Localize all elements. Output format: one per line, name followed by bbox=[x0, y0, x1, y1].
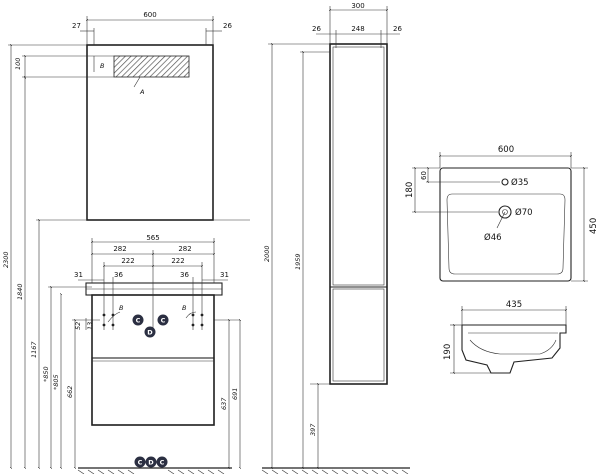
svg-text:C: C bbox=[161, 317, 166, 325]
floor-badge-c-left bbox=[134, 456, 146, 468]
badge-d bbox=[144, 326, 156, 338]
sink-back-60: 60 bbox=[420, 171, 428, 180]
tall-cabinet-view: 300 26 248 26 2000 1959 397 bbox=[261, 2, 410, 474]
vanity-marker-b-left: B bbox=[119, 304, 124, 312]
tall-cabinet-body bbox=[329, 43, 388, 385]
sink-depth: 450 bbox=[589, 218, 599, 234]
vanity-right-282: 282 bbox=[178, 245, 191, 253]
tall-height-2000: 2000 bbox=[263, 245, 271, 262]
sink-back-180: 180 bbox=[405, 182, 415, 198]
mirror-marker-a: A bbox=[139, 88, 144, 96]
vanity-right-36: 36 bbox=[180, 271, 189, 279]
mirror-right-offset: 26 bbox=[223, 22, 232, 30]
floor-badge-d bbox=[145, 456, 157, 468]
sink-basin bbox=[446, 193, 566, 275]
dim-13: 13 bbox=[86, 322, 94, 330]
vanity-left-222: 222 bbox=[121, 257, 134, 265]
mirror-width: 600 bbox=[143, 11, 156, 19]
dim-1840: 1840 bbox=[16, 283, 24, 300]
sink-drain-outer bbox=[498, 205, 512, 219]
vertical-dimensions: 2300 1840 1167 *850 *805 662 52 13 637 6… bbox=[2, 43, 250, 470]
vanity-marker-b-right: B bbox=[182, 304, 187, 312]
badge-c-left bbox=[132, 314, 144, 326]
sink-side-view: 435 190 bbox=[443, 300, 568, 375]
tall-inner-248: 248 bbox=[351, 25, 364, 33]
vanity-mounting-holes bbox=[102, 313, 204, 327]
dim-637: 637 bbox=[220, 397, 228, 410]
dim-691: 691 bbox=[231, 388, 239, 400]
tall-cabinet-door-bottom bbox=[332, 288, 385, 382]
sink-side-depth: 435 bbox=[506, 300, 522, 310]
tall-left-26: 26 bbox=[312, 25, 321, 33]
mirror-left-offset: 27 bbox=[72, 22, 81, 30]
svg-text:C: C bbox=[136, 317, 141, 325]
tall-width: 300 bbox=[351, 2, 364, 10]
sink-side-profile bbox=[461, 324, 567, 374]
dim-850: *850 bbox=[42, 366, 50, 382]
mirror-marker-b: B bbox=[100, 62, 105, 70]
svg-text:D: D bbox=[147, 329, 153, 337]
sink-top-view: 600 450 180 60 Ø35 Ø70 Ø46 bbox=[405, 145, 599, 283]
mirror-view: 600 27 26 100 B A bbox=[14, 11, 232, 221]
tall-cabinet-door-top bbox=[332, 46, 385, 286]
sink-width: 600 bbox=[498, 145, 514, 155]
vanity-view: 565 282 282 222 222 31 36 36 31 B bbox=[74, 234, 232, 474]
mirror-frame bbox=[86, 44, 214, 221]
vanity-left-36: 36 bbox=[114, 271, 123, 279]
sink-side-height: 190 bbox=[443, 344, 453, 360]
dim-805: *805 bbox=[52, 374, 60, 390]
sink-drain-inner bbox=[502, 209, 508, 215]
vanity-right-31: 31 bbox=[220, 271, 229, 279]
sink-tap-hole bbox=[501, 178, 509, 186]
dim-52: 52 bbox=[74, 322, 82, 330]
sink-overflow-label: Ø46 bbox=[484, 232, 502, 243]
svg-text:C: C bbox=[138, 459, 143, 467]
vanity-left-282: 282 bbox=[113, 245, 126, 253]
sink-top-outline bbox=[439, 167, 572, 282]
vanity-left-31: 31 bbox=[74, 271, 83, 279]
dim-1167: 1167 bbox=[30, 341, 38, 358]
mirror-lamp-height: 100 bbox=[14, 58, 22, 70]
svg-text:D: D bbox=[148, 459, 154, 467]
floor-badge-c-right bbox=[156, 456, 168, 468]
tall-right-26: 26 bbox=[393, 25, 402, 33]
badge-c-right bbox=[157, 314, 169, 326]
svg-text:C: C bbox=[160, 459, 165, 467]
tall-height-1959: 1959 bbox=[294, 253, 302, 270]
tall-base-397: 397 bbox=[309, 423, 317, 436]
dim-2300: 2300 bbox=[2, 251, 10, 268]
mirror-lamp bbox=[113, 55, 190, 78]
dim-662: 662 bbox=[66, 386, 74, 398]
vanity-drawer bbox=[91, 357, 215, 426]
sink-drain-label: Ø70 bbox=[515, 207, 533, 218]
vanity-right-222: 222 bbox=[171, 257, 184, 265]
vanity-width: 565 bbox=[146, 234, 159, 242]
sink-tap-hole-label: Ø35 bbox=[511, 177, 529, 188]
